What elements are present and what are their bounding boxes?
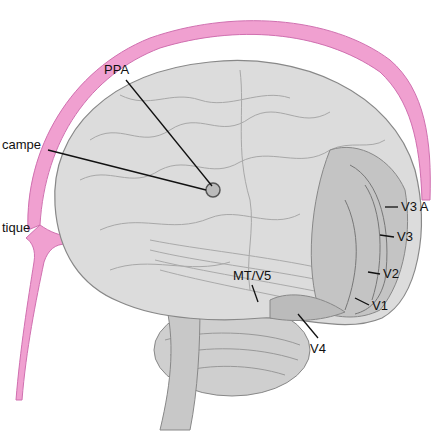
visual-areas: [311, 147, 407, 317]
area-label: V3: [397, 229, 413, 244]
area-label: MT/V5: [233, 268, 271, 283]
visual-area-borders: [345, 165, 387, 314]
leader-line: [48, 150, 206, 190]
leader-line: [368, 272, 380, 274]
area-label: tique: [2, 220, 30, 235]
area-label: campe: [2, 137, 41, 152]
fusiform-region: [270, 295, 345, 321]
area-label: V3 A: [401, 199, 428, 214]
area-label: V1: [372, 298, 388, 313]
leader-line: [385, 206, 398, 207]
area-label: V4: [310, 341, 326, 356]
area-label: PPA: [104, 62, 129, 77]
optic-pathway: [16, 225, 70, 400]
leader-line: [380, 235, 394, 237]
area-label: V2: [383, 266, 399, 281]
leader-line: [298, 314, 318, 338]
leader-line: [126, 80, 212, 186]
leader-line: [355, 298, 369, 305]
leader-line: [252, 285, 258, 302]
ppa-spot: [206, 183, 220, 197]
brainstem: [160, 300, 200, 430]
cerebrum: [55, 60, 422, 324]
